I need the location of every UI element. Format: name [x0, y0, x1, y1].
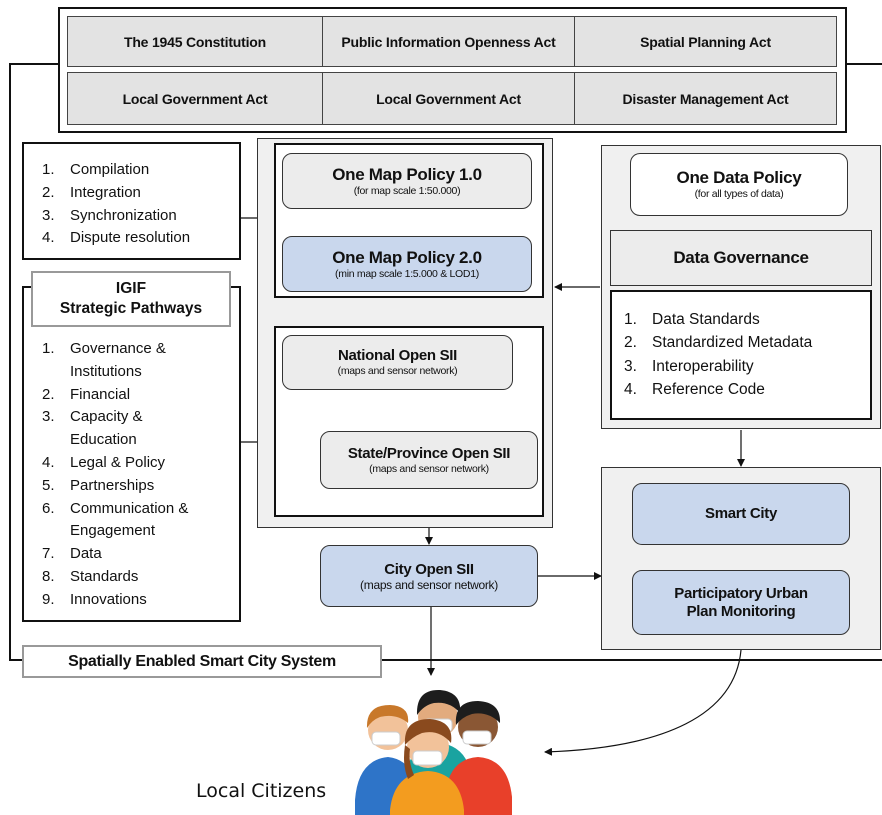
- igif-item: 6.Communication &: [42, 499, 189, 517]
- citizens-group-icon: [355, 689, 512, 815]
- process-item: 1.Compilation: [42, 161, 150, 178]
- system-label: Spatially Enabled Smart City System: [22, 645, 382, 678]
- one-map-policy-1: One Map Policy 1.0 (for map scale 1:50.0…: [282, 153, 532, 209]
- one-data-policy: One Data Policy (for all types of data): [630, 153, 848, 216]
- igif-item: 2.Financial: [42, 385, 131, 403]
- igif-title: IGIF Strategic Pathways: [31, 271, 231, 327]
- data-governance-item: 2.Standardized Metadata: [624, 334, 813, 352]
- law-local-government-act-1: Local Government Act: [67, 72, 323, 125]
- state-province-open-sii: State/Province Open SII (maps and sensor…: [320, 431, 538, 489]
- data-governance-list: 1.Data Standards 2.Standardized Metadata…: [610, 290, 872, 420]
- igif-item: Education: [70, 431, 137, 449]
- igif-box: 1.Governance & Institutions 2.Financial …: [22, 286, 241, 622]
- national-open-sii: National Open SII (maps and sensor netwo…: [282, 335, 513, 390]
- law-public-information-act: Public Information Openness Act: [322, 16, 575, 67]
- city-open-sii: City Open SII (maps and sensor network): [320, 545, 538, 607]
- system-frame-right: [382, 63, 882, 661]
- process-list-box: 1.Compilation 2.Integration 3.Synchroniz…: [22, 142, 241, 260]
- one-map-policy-2: One Map Policy 2.0 (min map scale 1:5.00…: [282, 236, 532, 292]
- igif-item: 7.Data: [42, 545, 102, 563]
- process-item: 3.Synchronization: [42, 206, 177, 224]
- process-item: 4.Dispute resolution: [42, 229, 191, 247]
- data-governance-item: 1.Data Standards: [624, 311, 760, 328]
- smart-city-box: Smart City: [632, 483, 850, 545]
- system-frame: [9, 63, 58, 661]
- citizens-label: Local Citizens: [196, 780, 327, 802]
- data-governance-title: Data Governance: [610, 230, 872, 286]
- igif-item: 8.Standards: [42, 567, 139, 585]
- igif-item: Engagement: [70, 522, 156, 540]
- igif-item: 3.Capacity &: [42, 408, 143, 426]
- igif-item: 9.Innovations: [42, 590, 147, 608]
- arrow-participatory-to-citizens: [544, 649, 742, 756]
- igif-item: 4.Legal & Policy: [42, 453, 166, 471]
- law-disaster-management-act: Disaster Management Act: [574, 72, 837, 125]
- law-1945-constitution: The 1945 Constitution: [67, 16, 323, 67]
- process-item: 2.Integration: [42, 183, 141, 201]
- data-governance-item: 3.Interoperability: [624, 357, 754, 375]
- participatory-monitoring-box: Participatory Urban Plan Monitoring: [632, 570, 850, 635]
- igif-item: 5.Partnerships: [42, 476, 155, 494]
- igif-item: Institutions: [70, 362, 142, 380]
- igif-item: 1.Governance &: [42, 340, 166, 357]
- data-governance-item: 4.Reference Code: [624, 381, 765, 399]
- law-local-government-act-2: Local Government Act: [322, 72, 575, 125]
- law-spatial-planning-act: Spatial Planning Act: [574, 16, 837, 67]
